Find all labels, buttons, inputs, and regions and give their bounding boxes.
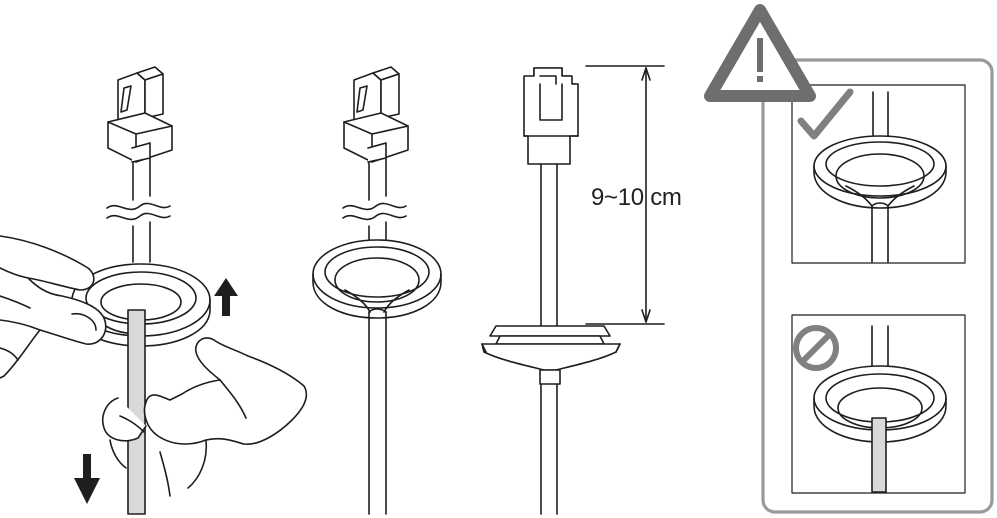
cable-1 bbox=[106, 157, 171, 263]
incorrect-example bbox=[791, 314, 966, 494]
step-3-measurement bbox=[481, 65, 665, 515]
grommet-2 bbox=[312, 239, 442, 319]
rj45-connector-3 bbox=[523, 67, 579, 165]
prohibited-icon bbox=[793, 325, 839, 371]
right-hand bbox=[102, 337, 308, 497]
cable-2 bbox=[342, 157, 407, 515]
left-hand bbox=[0, 235, 107, 379]
grommet-3-side-view bbox=[481, 325, 621, 385]
correct-example bbox=[791, 84, 966, 264]
down-arrow-icon bbox=[74, 454, 100, 504]
rj45-connector-1 bbox=[107, 66, 173, 163]
measurement-label: 9~10 cm bbox=[591, 184, 682, 211]
warning-triangle-icon bbox=[704, 4, 816, 102]
cable-3 bbox=[540, 163, 558, 515]
step-2-grommet-on-cable bbox=[312, 66, 442, 515]
up-arrow-icon bbox=[214, 278, 238, 316]
step-1-pull-cable bbox=[0, 66, 308, 515]
warning-panel bbox=[704, 4, 994, 514]
check-mark-icon bbox=[797, 88, 854, 140]
dimension-line bbox=[585, 65, 665, 325]
rj45-connector-2 bbox=[343, 66, 409, 163]
